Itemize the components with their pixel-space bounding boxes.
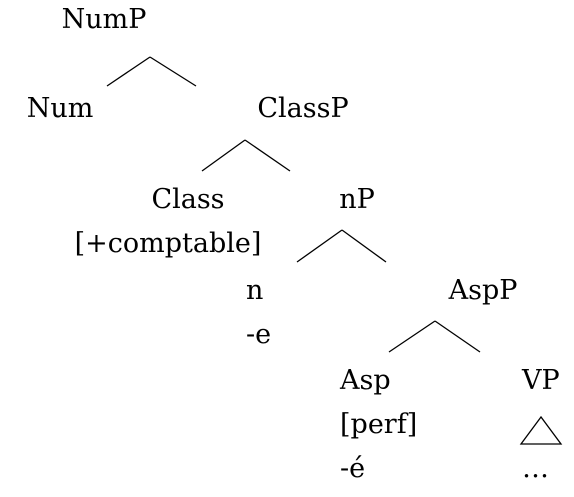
branch-classp-class [201,139,246,172]
node-np-label: nP [339,184,375,215]
node-class-label: Class [151,184,225,215]
branch-aspp-vp [434,320,481,353]
node-nump-label: NumP [61,4,147,35]
branch-np-n [296,229,343,263]
node-vp: VP … [522,365,560,497]
node-aspp-label: AspP [448,275,518,306]
node-classp: ClassP [257,93,348,137]
branch-aspp-asp [388,320,436,353]
branch-classp-np [244,139,291,172]
node-n-label: n [246,275,264,306]
node-vp-label: VP [522,365,560,396]
node-aspp: AspP [449,275,518,319]
node-num: Num [27,93,94,137]
node-class-feature: [+comptable] [74,228,262,259]
branch-nump-classp [149,56,197,87]
node-n: n -e [246,275,271,363]
branch-np-aspp [341,229,387,263]
node-asp-feature: [perf] [340,409,418,440]
vp-triangle [519,415,563,445]
node-asp-label: Asp [340,365,391,396]
node-class: Class [+comptable] [75,184,262,272]
branch-nump-num [106,56,151,87]
node-np: nP [339,184,375,228]
node-asp-exponent: -é [340,453,366,484]
node-nump: NumP [62,4,147,48]
node-num-label: Num [26,93,94,124]
node-vp-content: … [522,453,549,484]
node-asp: Asp [perf] -é [340,365,417,497]
node-classp-label: ClassP [257,93,349,124]
node-n-exponent: -e [246,319,272,350]
